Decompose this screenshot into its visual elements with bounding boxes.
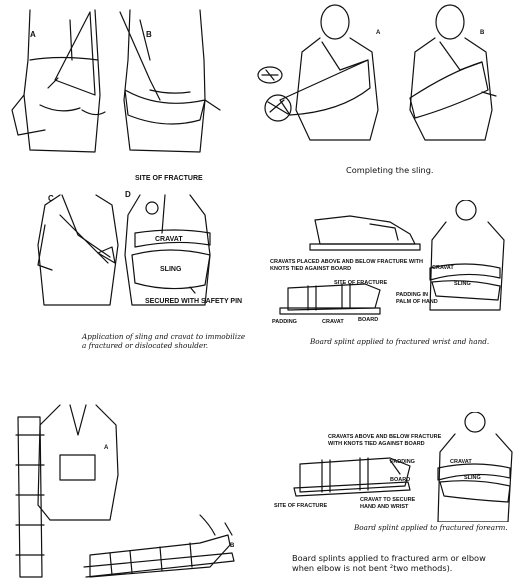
illustration-sling-front-views	[11, 9, 221, 153]
label-cravat-right-figure: CRAVAT	[450, 459, 472, 465]
label-site-of-fracture: SITE OF FRACTURE	[274, 503, 328, 509]
label-cravat-right-figure: CRAVAT	[432, 265, 454, 271]
label-board: BOARD	[358, 317, 379, 323]
panel-completing-sling: A B Completing the sling.	[250, 0, 524, 190]
figure-letter-b: B	[230, 543, 235, 549]
illustration-forearm-board-splint	[293, 412, 513, 522]
label-sling: SLING	[160, 266, 182, 273]
label-cravat-to-secure-2: HAND AND WRIST	[360, 504, 409, 510]
caption-wrist-splint: Board splint applied to fractured wrist …	[310, 337, 490, 346]
panel-shoulder-sling-steps: A B C D SITE OF FRACTURE CRAVAT SLING SE…	[0, 0, 250, 370]
caption-forearm-splint: Board splint applied to fractured forear…	[354, 523, 508, 532]
panel-forearm-splint: CRAVATS ABOVE AND BELOW FRACTURE WITH KN…	[250, 412, 524, 582]
illustration-wrist-board-splint	[279, 200, 505, 315]
panel-arm-elbow-splints: A B	[0, 395, 250, 582]
illustration-arm-board-splints	[15, 404, 235, 578]
label-sling-right-figure: SLING	[464, 475, 481, 481]
label-padding: PADDING	[390, 459, 415, 465]
label-secured-with-safety-pin: SECURED WITH SAFETY PIN	[145, 298, 243, 305]
illustration-completing-sling	[257, 4, 497, 141]
label-cravats-placed-line-1: CRAVATS PLACED ABOVE AND BELOW FRACTURE …	[270, 259, 423, 265]
caption-shoulder-line-1: Application of sling and cravat to immob…	[82, 332, 246, 341]
caption-arm-elbow-line-2: when elbow is not bent ²two methods).	[292, 562, 453, 573]
label-padding-in-palm-1: PADDING IN	[396, 292, 428, 298]
figure-letter-c: C	[48, 194, 54, 203]
label-cravat: CRAVAT	[155, 236, 183, 243]
caption-shoulder: Application of sling and cravat to immob…	[82, 332, 272, 350]
figure-letter-b: B	[480, 30, 485, 36]
figure-letter-a: A	[104, 445, 109, 451]
caption-completing-sling: Completing the sling.	[346, 165, 434, 175]
label-sling-right-figure: SLING	[454, 281, 471, 287]
label-cravats-placed-line-2: KNOTS TIED AGAINST BOARD	[270, 266, 352, 272]
label-site-of-fracture: SITE OF FRACTURE	[334, 280, 388, 286]
label-site-of-fracture: SITE OF FRACTURE	[135, 175, 203, 182]
figure-letter-d: D	[125, 190, 131, 199]
caption-arm-elbow-line-1: Board splints applied to fractured arm o…	[292, 553, 486, 563]
figure-letter-b: B	[146, 30, 152, 39]
label-padding-in-palm-2: PALM OF HAND	[396, 299, 438, 305]
label-padding: PADDING	[272, 319, 297, 325]
label-cravats-above-below-line-1: CRAVATS ABOVE AND BELOW FRACTURE	[328, 434, 442, 440]
label-cravat-to-secure-1: CRAVAT TO SECURE	[360, 497, 416, 503]
figure-letter-a: A	[30, 30, 36, 39]
caption-arm-elbow: Board splints applied to fractured arm o…	[292, 553, 524, 574]
caption-shoulder-line-2: a fractured or dislocated shoulder.	[82, 340, 209, 350]
panel-wrist-hand-splint: CRAVATS PLACED ABOVE AND BELOW FRACTURE …	[250, 200, 524, 360]
label-cravat: CRAVAT	[322, 319, 344, 325]
illustration-cravat-back-and-front	[37, 194, 211, 306]
figure-letter-a: A	[376, 30, 381, 36]
label-board: BOARD	[390, 477, 411, 483]
label-cravats-above-below-line-2: WITH KNOTS TIED AGAINST BOARD	[328, 441, 425, 447]
